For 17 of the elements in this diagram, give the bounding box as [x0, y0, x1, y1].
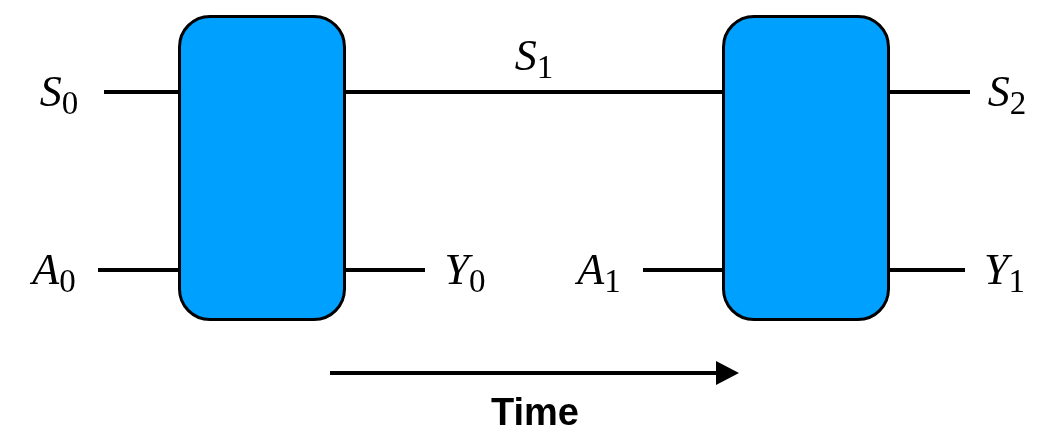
connector-line	[346, 268, 425, 272]
signal-label: Y$_{1}$	[984, 248, 1025, 292]
process-block	[178, 15, 346, 321]
connector-line	[104, 90, 178, 94]
signal-label: Y$_{0}$	[444, 248, 486, 292]
connector-line	[643, 268, 722, 272]
axis-label: Time	[491, 393, 579, 431]
connector-line	[346, 90, 722, 94]
edge-label: S$_{1}$	[514, 34, 554, 78]
connector-line	[890, 268, 965, 272]
signal-label: S$_{2}$	[987, 70, 1027, 114]
signal-label: S$_{0}$	[39, 70, 79, 114]
connector-line	[98, 268, 178, 272]
signal-label: A$_{0}$	[32, 248, 76, 292]
signal-label: A$_{1}$	[577, 248, 621, 292]
process-block	[722, 15, 890, 321]
connector-line	[890, 90, 970, 94]
